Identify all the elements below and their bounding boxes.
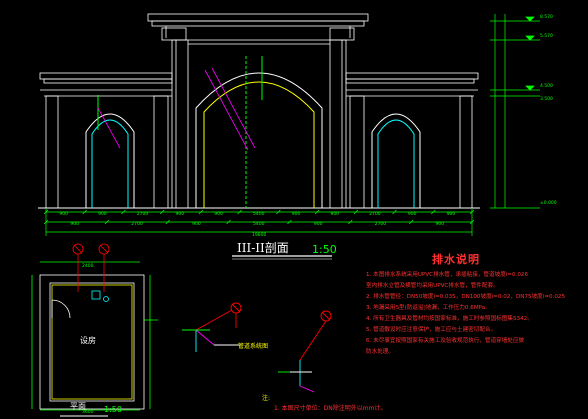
pipe-isometric-1 bbox=[182, 302, 242, 352]
room-label: 设房 bbox=[80, 336, 96, 345]
dim-row-1-tick bbox=[198, 209, 204, 215]
elev-5: ±0.000 bbox=[540, 201, 557, 206]
dim-row-1-label: 900 bbox=[330, 212, 340, 217]
slope-lines bbox=[97, 67, 256, 151]
dim-row-1-label: 2700 bbox=[136, 212, 149, 217]
dim-row-1-tick bbox=[469, 209, 475, 215]
section-elevation bbox=[38, 13, 480, 209]
arches bbox=[85, 56, 421, 208]
dim-row-2-tick bbox=[348, 219, 353, 225]
note-line: 2. 排水管管径：DN50坡度i=0.035，DN100坡度i=0.02，DN7… bbox=[366, 294, 566, 300]
note-line: 1. 本图排水系统采用UPVC排水管，承插粘接，管道坡度i=0.026 bbox=[366, 272, 529, 278]
title-underline bbox=[232, 255, 332, 260]
plan-view bbox=[31, 243, 158, 417]
dim-row-1-tick bbox=[82, 209, 87, 215]
elevation-markers bbox=[490, 14, 540, 209]
dim-row-1-tick bbox=[431, 209, 436, 215]
dim-row-2-label: 900 bbox=[435, 222, 445, 227]
dim-row-1-tick bbox=[159, 209, 165, 215]
footnote-title: 注: bbox=[262, 395, 271, 402]
elev-4: 3.500 bbox=[540, 97, 553, 102]
note-line: 室内排水立管及横管均采用UPVC排水管，管件配套。 bbox=[366, 283, 499, 289]
dim-row-1-label: 900 bbox=[214, 212, 223, 217]
note-line: 4. 所有卫生器具及管材均按国家标准，施工时参照国标图集S342。 bbox=[366, 316, 533, 322]
detail-label: 管道系统图 bbox=[238, 343, 269, 350]
dim-row-2-label: 900 bbox=[192, 222, 201, 227]
note-line: 5. 管道敷设时应注意保护，施工应与土建密切配合。 bbox=[366, 327, 497, 333]
note-line: 3. 地漏采用S型(防返溢)地漏，工作压力0.6MPa. bbox=[366, 305, 487, 311]
dim-row-1-tick bbox=[121, 209, 126, 215]
dim-row-1-label: 900 bbox=[98, 212, 107, 217]
dimension-lines bbox=[45, 208, 473, 236]
notes-list: 1. 本图排水系统采用UPVC排水管，承插粘接，管道坡度i=0.026 室内排水… bbox=[366, 270, 584, 358]
dimension-ticks bbox=[43, 209, 475, 225]
plan-title: 平面 bbox=[70, 402, 86, 411]
dim-row-2-tick bbox=[226, 219, 231, 225]
elev-2: 5.570 bbox=[540, 34, 553, 39]
dim-row-2-label: 900 bbox=[70, 222, 80, 227]
dim-row-1-label: 900 bbox=[291, 212, 301, 217]
footnote: 1. 本图尺寸单位：DN除注明外以mm计。 bbox=[274, 405, 387, 412]
plan-scale: 1:50 bbox=[104, 405, 122, 414]
elev-3: 4.500 bbox=[540, 84, 553, 89]
dim-row-1-tick bbox=[237, 209, 242, 215]
dim-row-1-label: 900 bbox=[446, 212, 456, 217]
plan-dim-top: 2400 bbox=[82, 264, 94, 269]
dim-row-1-tick bbox=[276, 209, 281, 215]
dim-row-2-tick bbox=[287, 219, 292, 225]
dim-row-1-tick bbox=[392, 209, 397, 215]
note-line: 防水处理。 bbox=[366, 349, 394, 355]
dim-row-1-label: 2700 bbox=[369, 212, 381, 217]
plan-dim-bottom: 3600 bbox=[82, 410, 94, 415]
dim-row-1-label: 900 bbox=[175, 212, 185, 217]
dim-row-2-label: 2700 bbox=[131, 222, 143, 227]
notes-title: 排水说明 bbox=[432, 253, 480, 266]
section-title: III-II剖面 bbox=[237, 241, 289, 255]
dim-total: 19800 bbox=[252, 233, 267, 238]
note-line: 6. 未尽事宜按照国家有关施工及验收规范执行，管道穿墙处应做 bbox=[366, 338, 525, 344]
dim-row-2-tick bbox=[165, 219, 170, 225]
dim-row-2-tick bbox=[104, 219, 110, 225]
dim-row-2-tick bbox=[408, 219, 414, 225]
dim-row-2-tick bbox=[469, 219, 475, 225]
elev-1: 8.570 bbox=[540, 15, 553, 20]
dim-row-2-label: 2700 bbox=[374, 222, 387, 227]
dim-row-2-label: 900 bbox=[313, 222, 323, 227]
pipe-isometric-2 bbox=[278, 310, 332, 393]
dim-row-2-tick bbox=[43, 219, 49, 225]
dim-row-1-tick bbox=[314, 209, 320, 215]
dim-row-1-tick bbox=[43, 209, 49, 215]
dim-row-1-label: 900 bbox=[59, 212, 68, 217]
dim-row-1-tick bbox=[353, 209, 359, 215]
dim-row-1-label: 900 bbox=[407, 212, 417, 217]
dim-row-1-label: 5400 bbox=[253, 212, 265, 217]
dim-row-2-label: 5400 bbox=[253, 222, 265, 227]
section-scale: 1:50 bbox=[312, 243, 337, 256]
